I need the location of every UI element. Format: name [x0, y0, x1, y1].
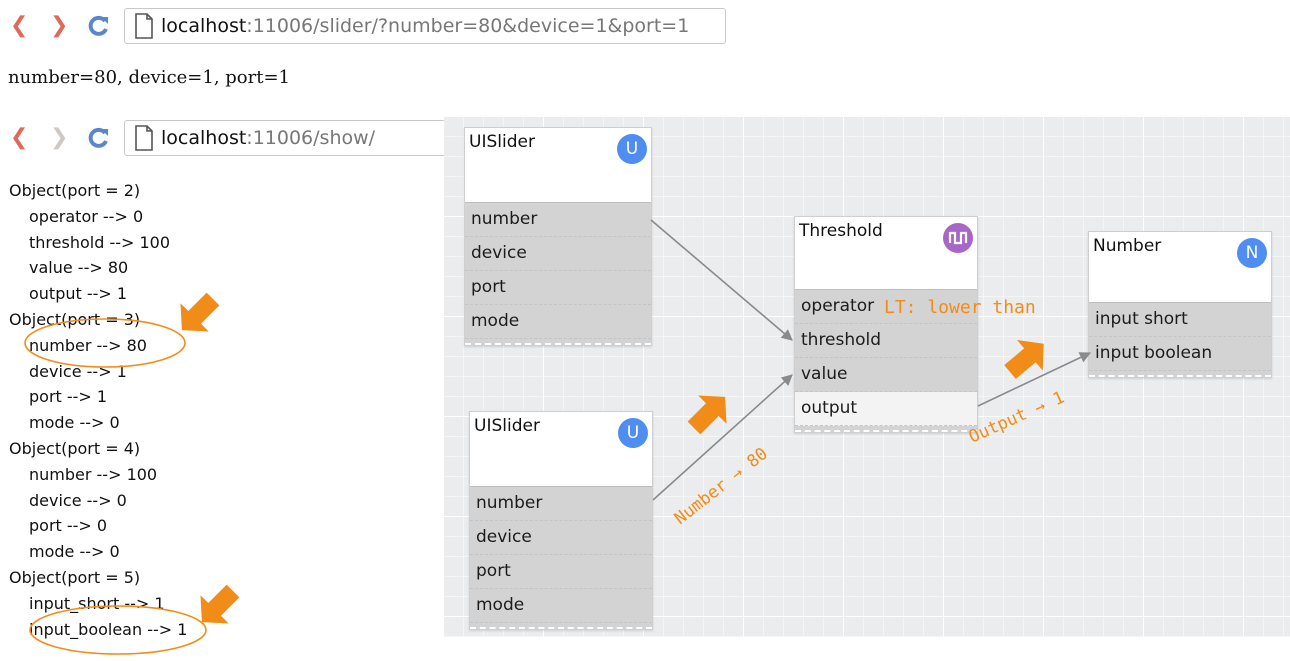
- threshold-node[interactable]: Threshold operator threshold value outpu…: [794, 216, 978, 433]
- port-mode[interactable]: mode: [470, 589, 652, 623]
- object-header: Object(port = 5): [9, 567, 141, 587]
- port-number[interactable]: number: [465, 203, 651, 237]
- port-output[interactable]: output: [795, 392, 977, 426]
- back-icon[interactable]: ❮: [10, 125, 29, 150]
- uislider-node-1[interactable]: UISlider U number device port mode: [464, 127, 652, 346]
- object-property: value --> 80: [29, 258, 129, 278]
- object-block: Object(port = 3) number --> 80 device --…: [9, 307, 187, 436]
- port-port[interactable]: port: [470, 555, 652, 589]
- uislider-icon: U: [618, 418, 648, 448]
- object-property: device --> 0: [29, 490, 127, 510]
- page-icon: [135, 125, 153, 151]
- address-bar[interactable]: localhost:11006/show/: [124, 120, 446, 156]
- port-mode[interactable]: mode: [465, 305, 651, 339]
- port-operator[interactable]: operator: [795, 290, 977, 324]
- node-title: UISlider: [469, 132, 535, 152]
- object-property: port --> 1: [29, 387, 108, 407]
- object-header: Object(port = 3): [9, 309, 141, 329]
- port-input-short[interactable]: input short: [1089, 303, 1271, 337]
- page-icon: [135, 13, 153, 39]
- slider-status-text: number=80, device=1, port=1: [8, 67, 291, 88]
- reload-icon[interactable]: [88, 12, 110, 40]
- uislider-node-2[interactable]: UISlider U number device port mode: [469, 411, 653, 630]
- object-block: Object(port = 2) operator --> 0 threshol…: [9, 178, 187, 307]
- port-value[interactable]: value: [795, 358, 977, 392]
- node-title: Number: [1093, 236, 1162, 256]
- orange-arrow-icon: [200, 584, 240, 624]
- port-device[interactable]: device: [470, 521, 652, 555]
- reload-icon[interactable]: [88, 124, 110, 152]
- browser-toolbar-top: ❮ ❯ localhost:11006/slider/?number=80&de…: [0, 4, 726, 48]
- object-property: device --> 1: [29, 361, 127, 381]
- object-block: Object(port = 5) input_short --> 1 input…: [9, 565, 187, 642]
- port-threshold[interactable]: threshold: [795, 324, 977, 358]
- object-property: operator --> 0: [29, 206, 144, 226]
- back-icon[interactable]: ❮: [10, 13, 29, 38]
- forward-icon[interactable]: ❯: [50, 13, 69, 38]
- number-icon: N: [1237, 238, 1267, 268]
- object-block: Object(port = 4) number --> 100 device -…: [9, 436, 187, 565]
- threshold-icon: [943, 223, 973, 253]
- url-text: localhost:11006/slider/?number=80&device…: [161, 15, 690, 37]
- object-header: Object(port = 2): [9, 181, 141, 200]
- browser-toolbar-bottom: ❮ ❯ localhost:11006/show/: [0, 116, 446, 160]
- port-port[interactable]: port: [465, 271, 651, 305]
- object-property: output --> 1: [29, 284, 128, 304]
- object-property: number --> 80: [29, 335, 147, 355]
- number-node[interactable]: Number N input short input boolean: [1088, 231, 1272, 378]
- node-canvas[interactable]: UISlider U number device port mode UISli…: [444, 117, 1290, 637]
- forward-icon: ❯: [50, 125, 69, 150]
- node-title: UISlider: [474, 416, 540, 436]
- object-property: threshold --> 100: [29, 232, 171, 252]
- port-number[interactable]: number: [470, 487, 652, 521]
- object-property: number --> 100: [29, 464, 158, 484]
- node-title: Threshold: [799, 221, 883, 241]
- object-property: mode --> 0: [29, 413, 120, 433]
- object-property: mode --> 0: [29, 542, 120, 562]
- object-list: Object(port = 2) operator --> 0 threshol…: [9, 178, 187, 642]
- address-bar[interactable]: localhost:11006/slider/?number=80&device…: [124, 8, 726, 44]
- port-input-boolean[interactable]: input boolean: [1089, 337, 1271, 371]
- url-text: localhost:11006/show/: [161, 127, 376, 149]
- object-property: port --> 0: [29, 516, 108, 536]
- port-device[interactable]: device: [465, 237, 651, 271]
- uislider-icon: U: [617, 134, 647, 164]
- object-property: input_short --> 1: [29, 593, 165, 613]
- object-property: input_boolean --> 1: [29, 619, 188, 639]
- object-header: Object(port = 4): [9, 438, 141, 458]
